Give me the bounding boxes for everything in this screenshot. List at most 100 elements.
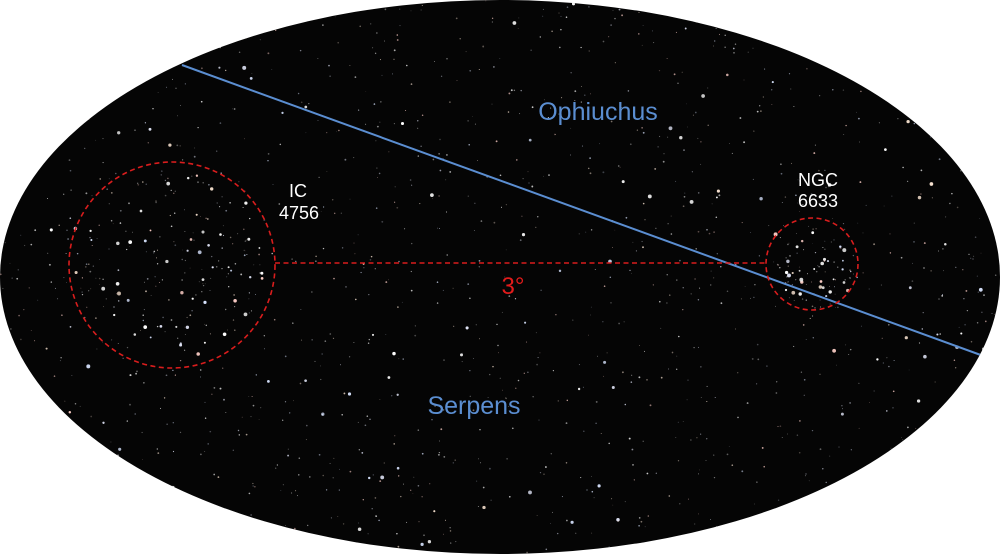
star [434, 405, 436, 407]
star [208, 22, 211, 25]
star [421, 452, 424, 455]
star [90, 497, 92, 499]
star [295, 260, 297, 263]
star [666, 302, 668, 304]
star [142, 314, 144, 317]
star [96, 238, 98, 240]
star [48, 263, 51, 266]
star [79, 405, 81, 407]
star [975, 17, 977, 19]
star [397, 306, 399, 308]
star [304, 105, 308, 109]
star [977, 123, 979, 125]
star [829, 303, 831, 305]
star [175, 502, 177, 504]
star [84, 147, 86, 150]
star [143, 239, 147, 243]
star [165, 259, 169, 264]
star [68, 411, 72, 414]
star [709, 518, 712, 521]
star [923, 267, 925, 269]
star [771, 89, 773, 91]
star [951, 192, 953, 195]
star [709, 284, 712, 286]
star [779, 23, 781, 25]
star [432, 158, 435, 161]
star [90, 238, 93, 242]
star [964, 323, 966, 326]
star [776, 263, 779, 266]
star [621, 107, 623, 109]
star [321, 353, 323, 355]
star [987, 488, 989, 490]
star [514, 298, 517, 300]
star [618, 8, 621, 11]
star [695, 21, 698, 23]
star [955, 266, 957, 268]
star [469, 395, 471, 397]
star [1, 72, 3, 75]
star [737, 416, 739, 419]
star [222, 234, 225, 237]
star [18, 314, 20, 317]
star [275, 467, 277, 469]
star [612, 504, 614, 506]
star [764, 68, 766, 70]
star [88, 290, 90, 292]
star [299, 49, 302, 52]
star [413, 476, 415, 478]
star [519, 113, 521, 115]
star [550, 523, 551, 524]
star [396, 393, 399, 396]
star [467, 195, 469, 197]
star [248, 298, 250, 300]
star [208, 523, 210, 525]
star [167, 177, 169, 180]
star [792, 16, 794, 18]
star [368, 338, 371, 341]
star [52, 477, 54, 479]
star [888, 48, 891, 50]
star [811, 231, 815, 235]
star [203, 300, 207, 304]
star [687, 126, 688, 128]
star [9, 155, 11, 157]
star [885, 410, 888, 412]
star [10, 125, 12, 126]
star [225, 69, 227, 72]
star [226, 21, 228, 24]
star [798, 451, 801, 454]
star [86, 60, 89, 63]
star [446, 254, 448, 256]
star [102, 278, 104, 281]
star [446, 57, 448, 60]
star [595, 400, 598, 403]
star [884, 148, 887, 151]
star [834, 286, 835, 288]
star [941, 105, 943, 106]
star [670, 537, 673, 540]
star [418, 521, 420, 523]
star [902, 166, 904, 169]
star [181, 279, 183, 281]
star [631, 374, 633, 376]
star [611, 385, 615, 390]
star [423, 534, 425, 537]
star [903, 24, 906, 27]
star [95, 139, 97, 141]
star [276, 464, 279, 466]
star [207, 243, 210, 247]
star [28, 287, 30, 289]
star [682, 309, 684, 311]
star [791, 290, 796, 295]
star [205, 217, 207, 219]
star [172, 78, 173, 80]
star [291, 492, 293, 494]
star [662, 160, 665, 163]
star [941, 295, 944, 297]
star [972, 542, 975, 545]
star [202, 283, 204, 285]
star [720, 266, 722, 268]
star [718, 33, 721, 36]
star [132, 231, 133, 233]
